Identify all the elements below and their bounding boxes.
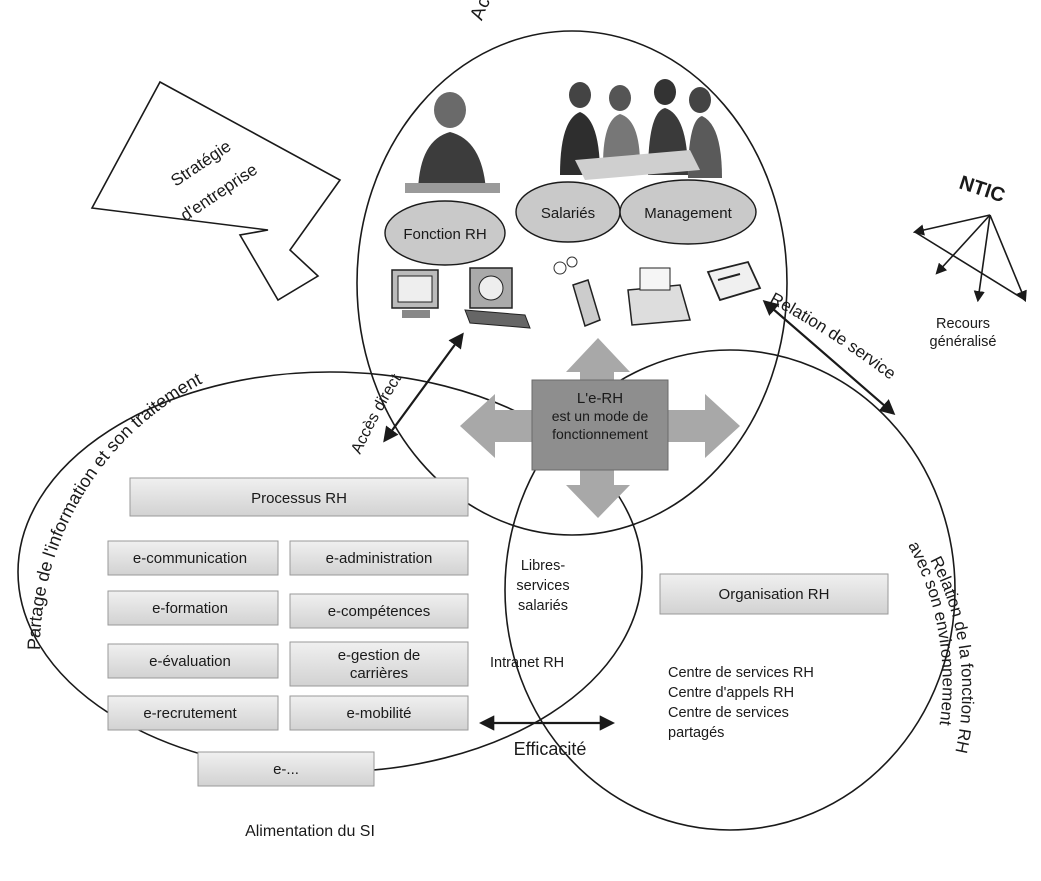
actor-management	[619, 179, 757, 245]
org-line-1: Centre de services RH	[668, 665, 814, 681]
libres-line-2: services	[516, 578, 569, 594]
computer-icon	[391, 269, 439, 318]
actors-title: Acteurs multiples	[467, 0, 599, 23]
center-cross-arrow	[460, 338, 740, 518]
actor-management-label: Management	[644, 205, 732, 222]
intranet-label: Intranet RH	[490, 655, 564, 671]
acces-direct-label: Accès direct	[348, 371, 405, 457]
organisation-rh-label: Organisation RH	[719, 586, 830, 603]
center-line-2: est un mode de	[552, 408, 649, 424]
acces-direct-arrow	[383, 332, 464, 443]
module-e-mobilite: e-mobilité	[346, 705, 411, 722]
module-e-communication: e-communication	[133, 550, 247, 567]
relation-service-label: Relation de service	[767, 289, 900, 384]
module-e-gestion-carrieres-1: e-gestion de	[338, 647, 421, 664]
strategy-arrow	[90, 80, 342, 302]
processus-rh-label: Processus RH	[251, 490, 347, 507]
actor-salaries-label: Salariés	[541, 205, 595, 222]
module-e-administration: e-administration	[326, 550, 433, 567]
phone-icon	[553, 256, 601, 328]
libres-line-1: Libres-	[521, 558, 565, 574]
efficacite-label: Efficacité	[514, 739, 587, 759]
ntic-line-2: généralisé	[930, 334, 997, 350]
ntic-title: NTIC	[956, 172, 1007, 207]
actor-fonction-rh	[384, 200, 506, 266]
org-line-3: Centre de services	[668, 705, 789, 721]
module-e-formation: e-formation	[152, 600, 228, 617]
fax-icon	[627, 267, 691, 326]
processus-rh-header	[129, 477, 469, 517]
organisation-rh-header	[659, 573, 889, 615]
desk-terminal-icon	[464, 267, 531, 329]
module-e-recrutement: e-recrutement	[143, 705, 237, 722]
people-icon	[405, 79, 722, 193]
process-modules	[107, 540, 469, 787]
ntic-line-1: Recours	[936, 316, 990, 332]
actors-circle	[356, 30, 788, 536]
module-e-evaluation: e-évaluation	[149, 653, 231, 670]
actor-fonction-rh-label: Fonction RH	[403, 226, 486, 243]
relation-service-arrow	[762, 299, 896, 416]
module-e-gestion-carrieres-2: carrières	[350, 665, 408, 682]
org-line-2: Centre d'appels RH	[668, 685, 794, 701]
org-line-4: partagés	[668, 725, 724, 741]
organisation-circle	[504, 349, 956, 831]
alimentation-si-label: Alimentation du SI	[245, 823, 375, 840]
center-line-3: fonctionnement	[552, 426, 648, 442]
module-e-etc: e-...	[273, 761, 299, 778]
module-e-competences: e-compétences	[328, 603, 431, 620]
ntic-rays-icon	[912, 214, 1027, 303]
center-line-1: L'e-RH	[577, 390, 623, 407]
mail-icon	[706, 260, 762, 302]
libres-line-3: salariés	[518, 598, 568, 614]
